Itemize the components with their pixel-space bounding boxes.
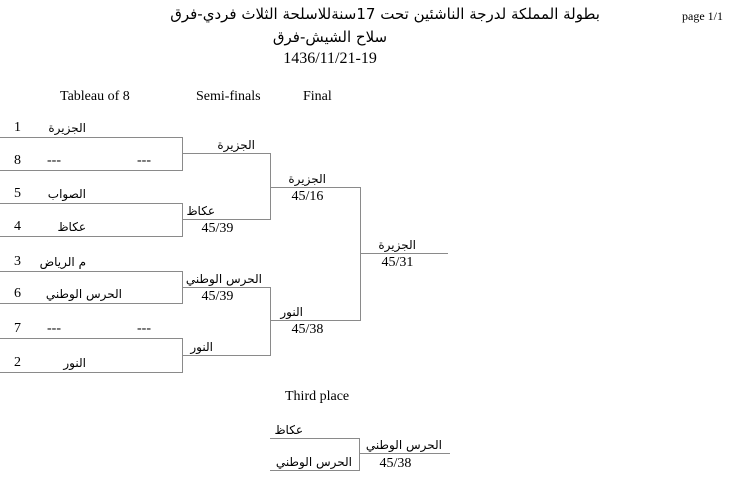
- winner-score: 45/31: [381, 255, 414, 270]
- seed-number: 2: [14, 355, 21, 370]
- third-place-entrant: الحرس الوطني: [275, 455, 352, 469]
- entrant-name: الحرس الوطني: [45, 287, 122, 301]
- semifinal-entrant: الجزيرة: [217, 138, 255, 152]
- third-place-score: 45/38: [379, 456, 412, 471]
- semifinal-entrant: عكاظ: [186, 204, 215, 218]
- round-label-final: Final: [303, 89, 332, 104]
- bracket-line: [360, 253, 448, 254]
- bracket-line: [0, 236, 182, 237]
- bracket-line: [0, 203, 182, 204]
- seed-number: 6: [14, 286, 21, 301]
- semifinal-score: 45/39: [201, 289, 234, 304]
- entrant-name: ---: [47, 321, 61, 336]
- bracket-line: [0, 303, 182, 304]
- page-dates: 1436/11/21-19: [283, 50, 377, 67]
- bracket-line: [182, 287, 270, 288]
- final-score: 45/16: [291, 189, 324, 204]
- third-place-entrant: عكاظ: [274, 423, 303, 437]
- bracket-line: [270, 320, 360, 321]
- seed-number: 1: [14, 120, 21, 135]
- seed-number: 8: [14, 153, 21, 168]
- bracket-line: [270, 438, 360, 439]
- page-number: page 1/1: [682, 9, 723, 23]
- round-label-third-place: Third place: [285, 389, 350, 404]
- seed-number: 7: [14, 321, 21, 336]
- bracket-line: [270, 187, 360, 188]
- bracket-line: [360, 187, 361, 321]
- semifinal-entrant: النور: [190, 340, 213, 354]
- bracket-line: [359, 438, 360, 471]
- winner-name: الجزيرة: [378, 238, 416, 252]
- round-label-semifinals: Semi-finals: [196, 89, 261, 104]
- entrant-name: م الرياض: [39, 255, 86, 269]
- seed-number: 3: [14, 254, 21, 269]
- entrant-name: الجزيرة: [48, 121, 86, 135]
- third-place-winner: الحرس الوطني: [365, 438, 442, 452]
- bracket-line: [182, 355, 270, 356]
- page-title: بطولة المملكة لدرجة الناشئين تحت 17سنةلل…: [170, 5, 600, 23]
- seed-number: 5: [14, 186, 21, 201]
- bracket-line: [0, 137, 182, 138]
- entrant-name: الصواب: [47, 187, 86, 201]
- bracket-line: [182, 219, 270, 220]
- final-entrant: النور: [280, 305, 303, 319]
- seed-number: 4: [14, 219, 21, 234]
- entrant-name: النور: [63, 356, 86, 370]
- entrant-name: عكاظ: [57, 220, 86, 234]
- entrant-extra: ---: [137, 153, 151, 168]
- bracket-line: [182, 137, 183, 171]
- bracket-line: [182, 203, 183, 237]
- bracket-line: [182, 153, 270, 154]
- round-label-tableau8: Tableau of 8: [60, 89, 130, 104]
- semifinal-entrant: الحرس الوطني: [185, 272, 262, 286]
- bracket-line: [0, 271, 182, 272]
- bracket-line: [0, 372, 182, 373]
- entrant-extra: ---: [137, 321, 151, 336]
- bracket-line: [0, 170, 182, 171]
- entrant-name: ---: [47, 153, 61, 168]
- bracket-line: [360, 453, 450, 454]
- final-score: 45/38: [291, 322, 324, 337]
- bracket-line: [270, 470, 360, 471]
- bracket-line: [270, 287, 271, 356]
- bracket-line: [0, 338, 182, 339]
- bracket-line: [270, 153, 271, 220]
- semifinal-score: 45/39: [201, 221, 234, 236]
- final-entrant: الجزيرة: [288, 172, 326, 186]
- page-subtitle: سلاح الشيش-فرق: [272, 28, 388, 46]
